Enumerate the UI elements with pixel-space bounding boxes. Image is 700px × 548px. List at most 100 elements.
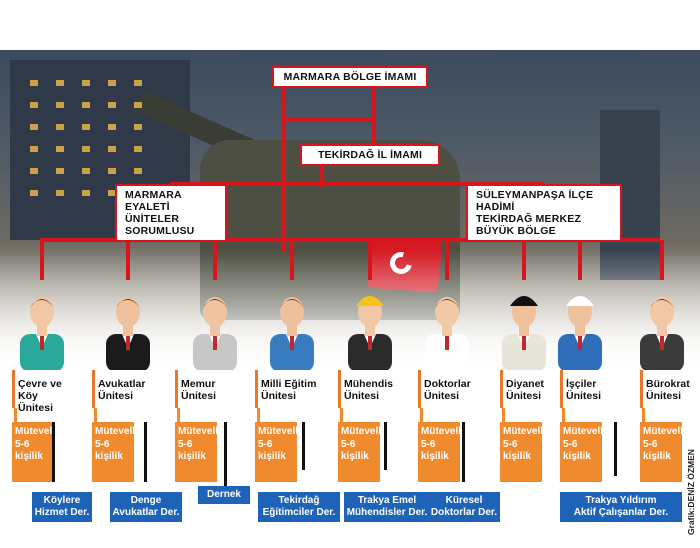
building-window (82, 190, 90, 196)
building-window (134, 102, 142, 108)
association-line1: Denge (112, 495, 180, 507)
building-window (134, 146, 142, 152)
unit-name-line1: Doktorlar (424, 378, 484, 390)
association-line1: Tekirdağ (260, 495, 338, 507)
building-window (30, 80, 38, 86)
unit-to-trustee-connector (502, 408, 505, 422)
unit-name-line2: Ünitesi (181, 390, 241, 402)
association-connector (384, 422, 387, 470)
building-window (108, 168, 116, 174)
connector-line (372, 82, 376, 152)
marmara-imam-box: MARMARA BÖLGE İMAMI (272, 66, 428, 88)
association-connector (462, 422, 465, 482)
association-connector (224, 422, 227, 486)
unit-name-line2: Ünitesi (506, 390, 566, 402)
suleymanpasa-line1: SÜLEYMANPAŞA İLÇE HADİMİ (476, 189, 616, 213)
teacher-icon (264, 282, 320, 372)
association-line2: Aktif Çalışanlar Der. (562, 507, 680, 519)
credit-text: Grafik:DENİZ ÖZMEN (686, 449, 696, 535)
trustee-text: Mütevelli (95, 426, 131, 439)
unit-to-trustee-connector (14, 408, 17, 422)
trustee-text: Mütevelli (563, 426, 599, 439)
unit-name-line1: Memur (181, 378, 241, 390)
unit-connector (213, 240, 217, 280)
association-connector (302, 422, 305, 470)
civil-servant-icon (187, 282, 243, 372)
marmara-eyaleti-line2: ÜNİTELER SORUMLUSU (125, 213, 221, 237)
trustee-text: 5-6 (503, 439, 539, 452)
building-window (134, 168, 142, 174)
trustee-text: kişilik (503, 451, 539, 464)
trustee-text: kişilik (643, 451, 679, 464)
unit-name-line2: Ünitesi (98, 390, 158, 402)
unit-name-line2: Ünitesi (424, 390, 484, 402)
marmara-imam-label: MARMARA BÖLGE İMAMI (284, 71, 417, 83)
building-window (82, 124, 90, 130)
building-window (108, 80, 116, 86)
association-line1: Trakya Emel (346, 495, 428, 507)
unit-name-line1: Avukatlar (98, 378, 158, 390)
unit-connector (660, 240, 664, 280)
unit-to-trustee-connector (257, 408, 260, 422)
trustee-text: kişilik (95, 451, 131, 464)
association-line2: Eğitimciler Der. (260, 507, 338, 519)
unit-name-line1: Diyanet (506, 378, 566, 390)
building-window (56, 146, 64, 152)
building-window (134, 124, 142, 130)
trustee-text: 5-6 (258, 439, 294, 452)
building-window (30, 168, 38, 174)
unit-name-line2: Ünitesi (18, 402, 78, 414)
tekirdag-imam-box: TEKİRDAĞ İL İMAMI (300, 144, 440, 166)
association-line2: Mühendisler Der. (346, 507, 428, 519)
trustee-text: kişilik (15, 451, 51, 464)
building-window (30, 146, 38, 152)
building-window (108, 146, 116, 152)
association-line1: Trakya Yıldırım (562, 495, 680, 507)
trustee-text: Mütevelli (178, 426, 214, 439)
trustee-text: kişilik (258, 451, 294, 464)
unit-connector (578, 240, 582, 280)
building-window (56, 168, 64, 174)
unit-name-line1: Çevre ve Köy (18, 378, 78, 402)
trustee-text: 5-6 (95, 439, 131, 452)
building-window (30, 102, 38, 108)
association-line2: Hizmet Der. (34, 507, 90, 519)
trustee-text: Mütevelli (341, 426, 377, 439)
trustee-box: Mütevelli5-6kişilik (12, 422, 54, 482)
trustee-text: kişilik (421, 451, 457, 464)
unit-connector (522, 240, 526, 280)
lawyer-icon (100, 282, 156, 372)
unit-to-trustee-connector (420, 408, 423, 422)
bureaucrat-icon (634, 282, 690, 372)
trustee-text: Mütevelli (503, 426, 539, 439)
connector-line (282, 118, 376, 122)
association-line2: Avukatlar Der. (112, 507, 180, 519)
farmer-icon (14, 282, 70, 372)
building-window (82, 146, 90, 152)
trustee-box: Mütevelli5-6kişilik (338, 422, 380, 482)
doctor-icon (419, 282, 475, 372)
trustee-text: Mütevelli (15, 426, 51, 439)
trustee-text: 5-6 (563, 439, 599, 452)
unit-name-line1: İşçiler (566, 378, 626, 390)
unit-to-trustee-connector (94, 408, 97, 422)
tekirdag-imam-label: TEKİRDAĞ İL İMAMI (318, 149, 422, 161)
connector-line (282, 82, 286, 252)
building-window (134, 80, 142, 86)
trustee-box: Mütevelli5-6kişilik (500, 422, 542, 482)
unit-connector (445, 240, 449, 280)
unit-to-trustee-connector (642, 408, 645, 422)
building-window (108, 124, 116, 130)
association-line1: Köylere (34, 495, 90, 507)
building-window (56, 124, 64, 130)
